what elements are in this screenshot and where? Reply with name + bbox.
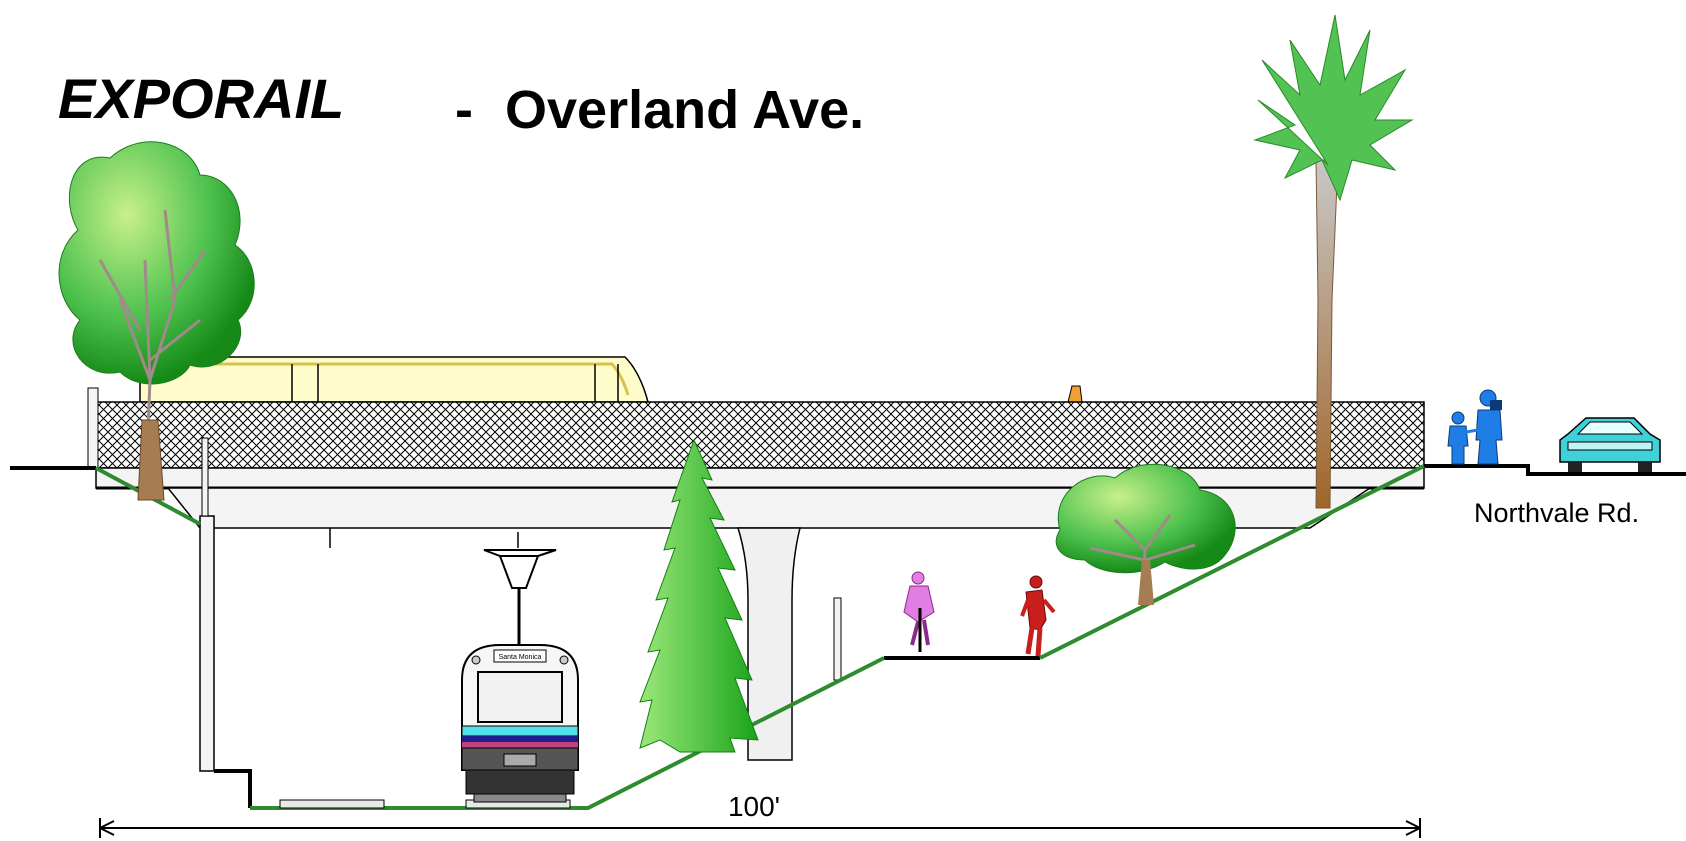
dimension-label: 100' xyxy=(728,791,780,822)
tree-icon xyxy=(1055,463,1236,605)
pine-tree-icon xyxy=(639,438,759,753)
track-slab xyxy=(279,799,385,809)
runner-icon xyxy=(1020,575,1056,657)
car-icon xyxy=(1559,417,1661,472)
street-lamp-icon xyxy=(483,532,557,645)
bridge-pier xyxy=(736,527,801,761)
side-street-label: Northvale Rd. xyxy=(1474,498,1639,528)
retaining-wall xyxy=(199,515,215,772)
light-rail-train: Santa Monica xyxy=(461,644,579,803)
title-brand: EXPORAIL xyxy=(58,67,344,130)
bicyclist-icon xyxy=(903,571,935,652)
bridge-beam xyxy=(95,467,1425,489)
tree-icon xyxy=(58,141,255,501)
bridge-deck xyxy=(95,401,1425,469)
ground-right xyxy=(1424,464,1686,476)
dimension-line xyxy=(99,818,1421,838)
traffic-cone-icon xyxy=(1067,385,1083,403)
pedestrians-icon xyxy=(1447,389,1503,465)
title-street: Overland Ave. xyxy=(505,80,864,140)
palm-tree-icon xyxy=(1253,14,1414,509)
title-separator: - xyxy=(440,80,488,140)
train-destination-sign: Santa Monica xyxy=(499,654,542,661)
embankment-right xyxy=(1039,464,1425,660)
